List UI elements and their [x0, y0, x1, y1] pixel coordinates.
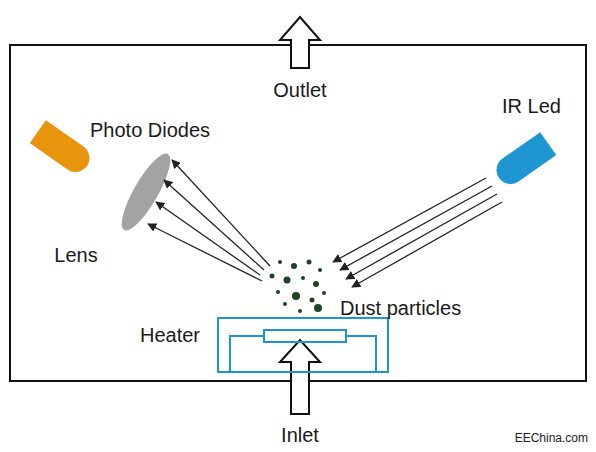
photo-diodes-label: Photo Diodes [90, 119, 210, 141]
ir-led [491, 132, 556, 189]
heater-label: Heater [140, 324, 200, 346]
heater-symbol [218, 318, 388, 372]
dust-particles [270, 260, 327, 314]
inlet-arrow [280, 340, 320, 414]
lens-label: Lens [54, 244, 97, 266]
light-rays [148, 160, 502, 287]
ir-led-label: IR Led [502, 95, 561, 117]
lens [114, 148, 179, 236]
outlet-arrow [280, 17, 320, 68]
outlet-label: Outlet [273, 79, 326, 101]
inlet-label: Inlet [281, 424, 319, 446]
housing [10, 45, 586, 381]
photo-diode [30, 120, 95, 177]
watermark: EEChina.com [515, 432, 588, 445]
dust-particles-label: Dust particles [340, 297, 461, 319]
